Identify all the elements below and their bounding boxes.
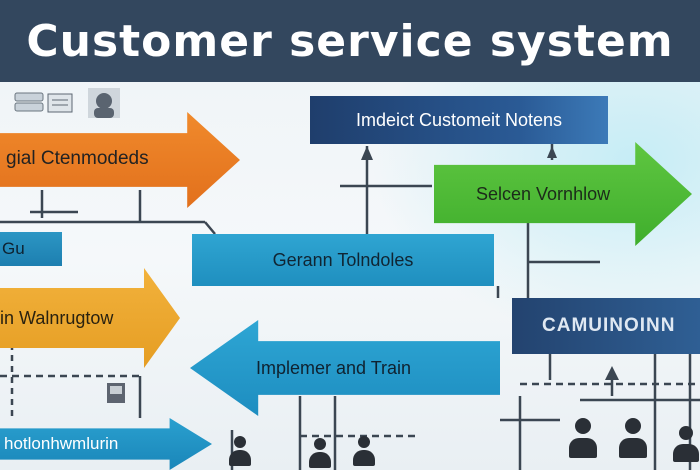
node-label: gial Ctenmodeds xyxy=(6,148,149,169)
node-general-tools: Gerann Tolndoles xyxy=(192,234,494,286)
node-label: Implemer and Train xyxy=(256,357,412,378)
people-group-icon xyxy=(308,438,332,468)
title-bar: Customer service system xyxy=(0,0,700,82)
node-communication: CAMUINOINN xyxy=(512,298,700,354)
node-label: Imdeict Customeit Notens xyxy=(355,109,563,130)
people-group-icon xyxy=(568,418,598,458)
arrowhead-up xyxy=(361,146,373,160)
printer-icon xyxy=(106,382,126,409)
people-group-icon xyxy=(672,426,700,462)
node-label: Gerann Tolndoles xyxy=(272,249,414,270)
node-label: hotlonhwmlurin xyxy=(4,434,119,453)
people-group-icon xyxy=(228,436,252,466)
people-group-icon xyxy=(618,418,648,458)
server-rack-icon xyxy=(14,92,44,117)
node-identify-customer-needs: Imdeict Customeit Notens xyxy=(310,96,608,144)
node-label: Gu xyxy=(2,239,25,258)
node-left-tab: Gu xyxy=(0,232,62,266)
people-group-icon xyxy=(352,436,376,466)
node-label: CAMUINOINN xyxy=(542,315,676,336)
node-label: Selcen Vornhlow xyxy=(476,183,611,204)
page-title: Customer service system xyxy=(26,15,674,67)
headset-support-icon xyxy=(88,88,120,123)
connector-line xyxy=(204,221,216,235)
arrowhead-up xyxy=(547,146,557,158)
node-label: in Walnrugtow xyxy=(0,307,114,328)
arrowhead-up xyxy=(605,366,619,380)
document-stack-icon xyxy=(46,92,76,119)
